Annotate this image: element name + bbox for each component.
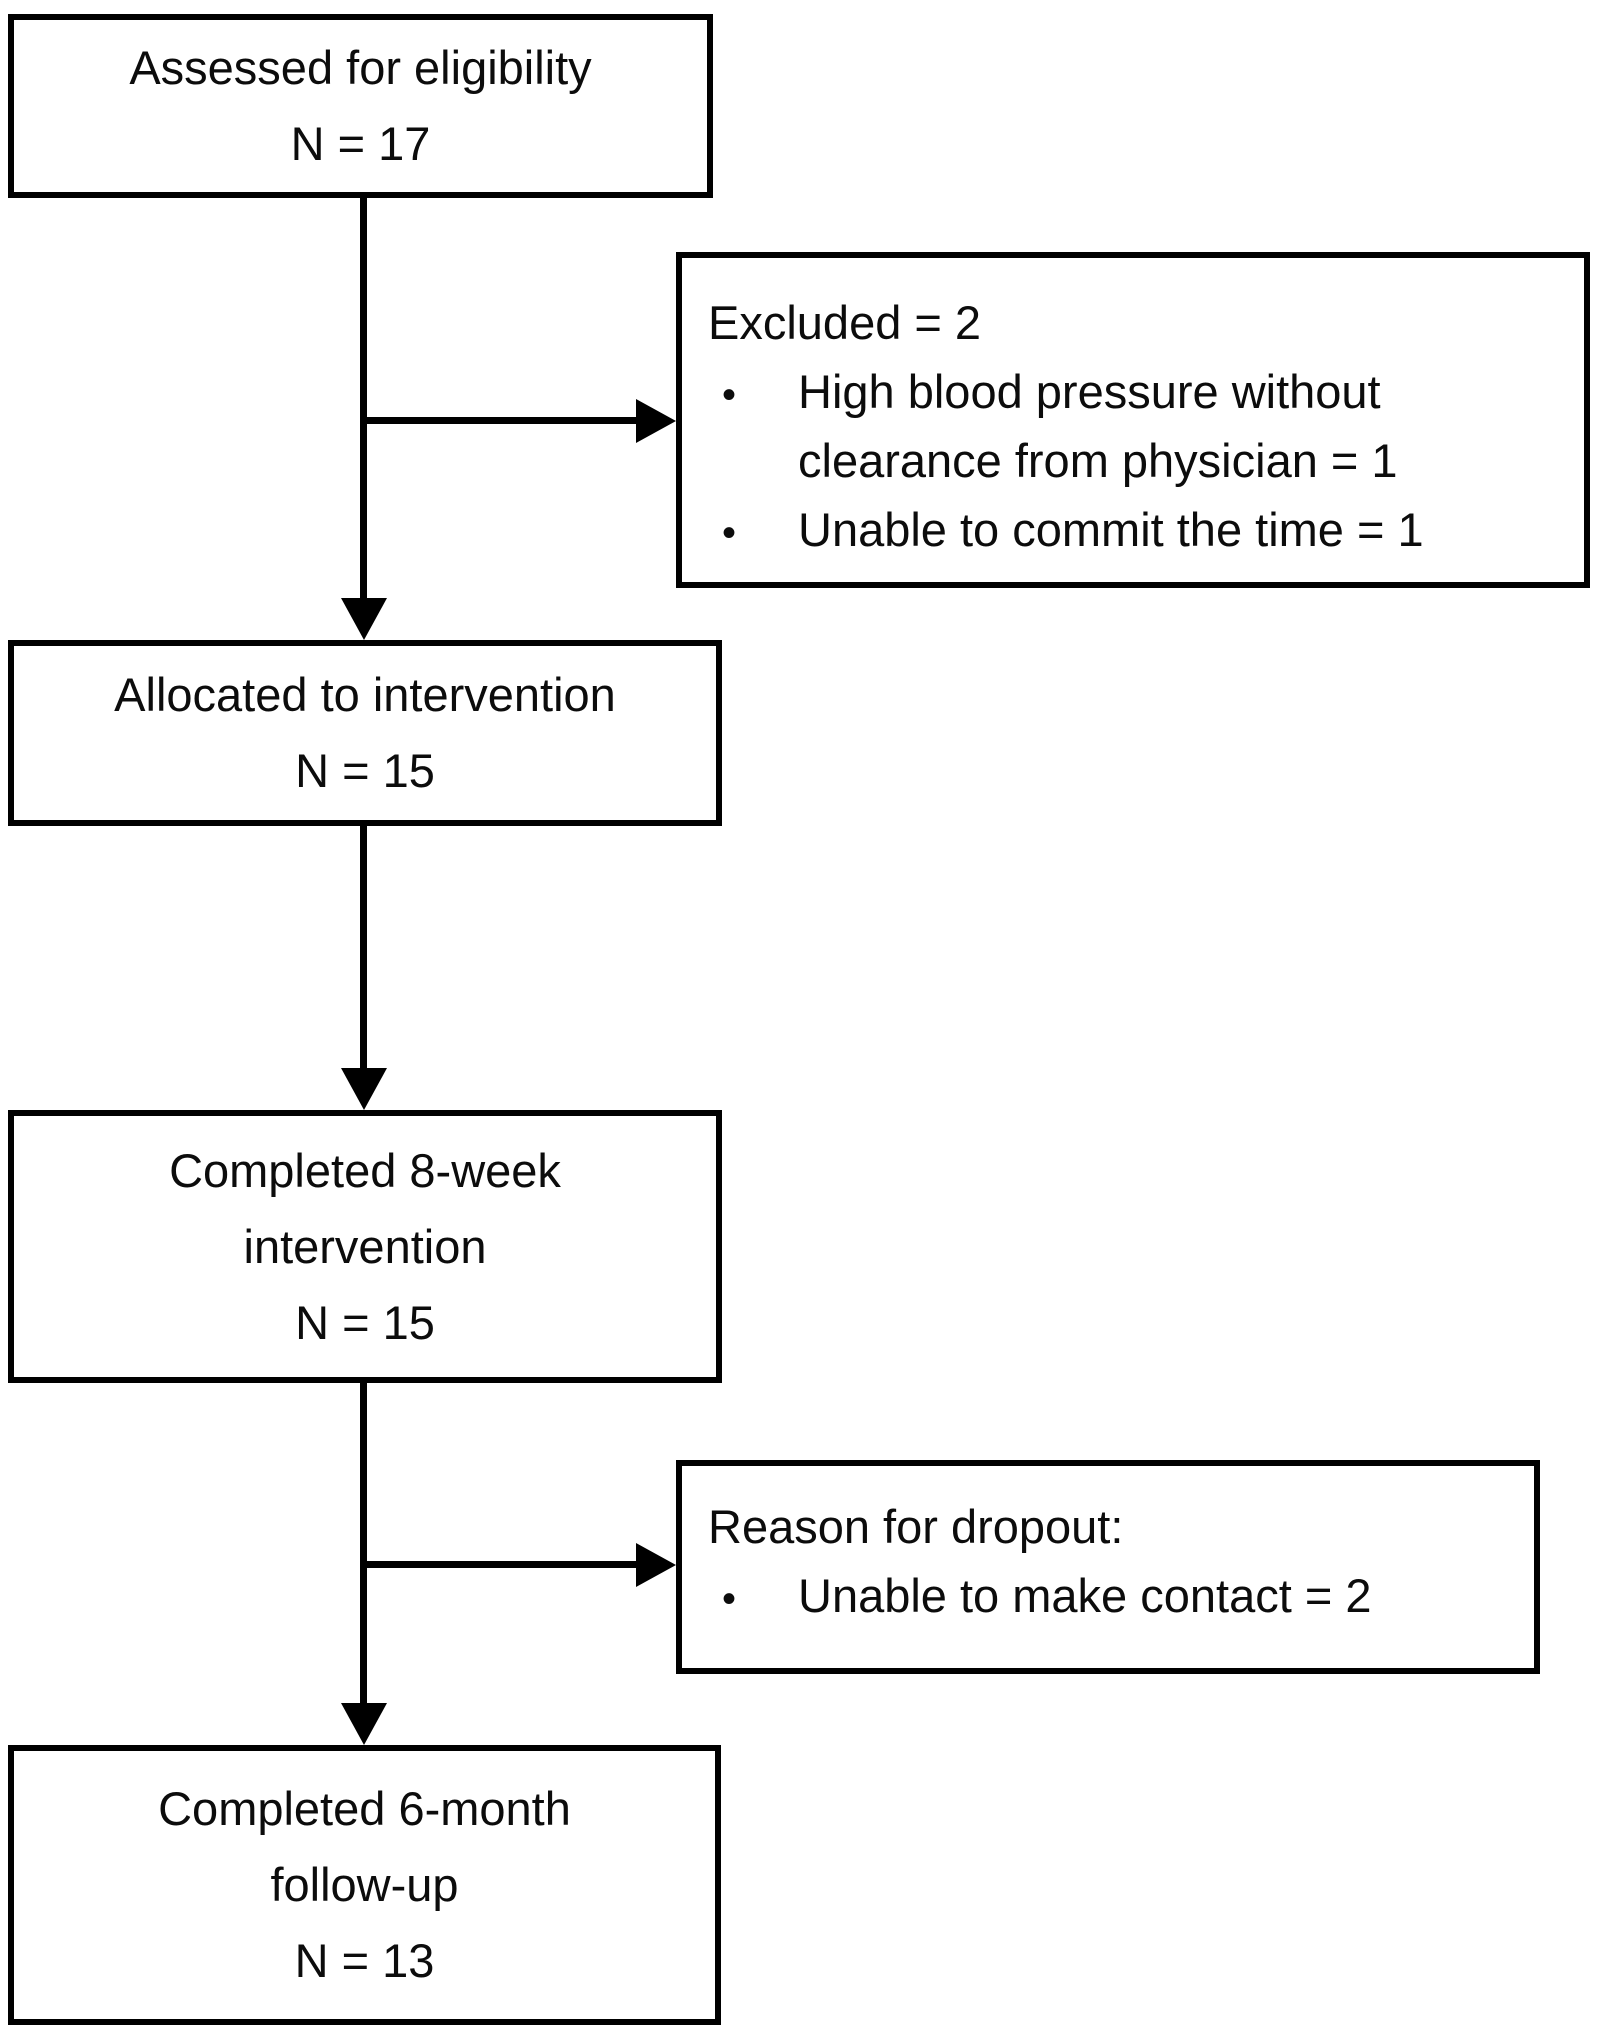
excluded-bullet-item: High blood pressure without clearance fr… [708, 357, 1560, 495]
connector-line-assessed-to-allocated [360, 198, 367, 600]
box-count-line: N = 15 [295, 744, 435, 797]
box-text-line: Allocated to intervention [114, 668, 616, 721]
box-count-line: N = 15 [295, 1295, 435, 1349]
arrowhead-down-icon [341, 1703, 387, 1745]
box-text-line: Assessed for eligibility [129, 41, 592, 94]
dropout-reason-box: Reason for dropout: Unable to make conta… [676, 1460, 1540, 1674]
bullet-icon [708, 357, 798, 430]
connector-line-completed-to-followup [360, 1383, 367, 1703]
bullet-icon [708, 1561, 798, 1634]
arrowhead-right-icon [636, 1543, 676, 1587]
bullet-text: Unable to commit the time = 1 [798, 503, 1424, 556]
assessed-eligibility-box: Assessed for eligibility N = 17 [8, 14, 713, 198]
bullet-text: Unable to make contact = 2 [798, 1569, 1372, 1622]
box-text-line: Completed 6-month [158, 1782, 571, 1835]
connector-line-branch-dropout [364, 1561, 636, 1568]
box-count-line: N = 17 [290, 117, 431, 170]
arrowhead-down-icon [341, 598, 387, 640]
box-text-line: follow-up [270, 1858, 459, 1911]
connector-line-allocated-to-completed [360, 826, 367, 1068]
dropout-bullet-item: Unable to make contact = 2 [708, 1561, 1510, 1634]
arrowhead-down-icon [341, 1068, 387, 1110]
allocated-intervention-box: Allocated to intervention N = 15 [8, 640, 722, 826]
completed-intervention-box: Completed 8-week intervention N = 15 [8, 1110, 722, 1383]
connector-line-branch-excluded [364, 417, 636, 424]
dropout-title: Reason for dropout: [708, 1500, 1124, 1553]
excluded-box: Excluded = 2 High blood pressure without… [676, 252, 1590, 588]
completed-followup-box: Completed 6-month follow-up N = 13 [8, 1745, 721, 2025]
arrowhead-right-icon [636, 399, 676, 443]
excluded-bullet-item: Unable to commit the time = 1 [708, 495, 1560, 568]
box-text-line: intervention [243, 1219, 487, 1273]
box-text-line: Completed 8-week [169, 1143, 561, 1197]
box-count-line: N = 13 [294, 1934, 435, 1987]
bullet-text: High blood pressure without clearance fr… [798, 365, 1398, 487]
excluded-title: Excluded = 2 [708, 296, 982, 349]
bullet-icon [708, 495, 798, 568]
